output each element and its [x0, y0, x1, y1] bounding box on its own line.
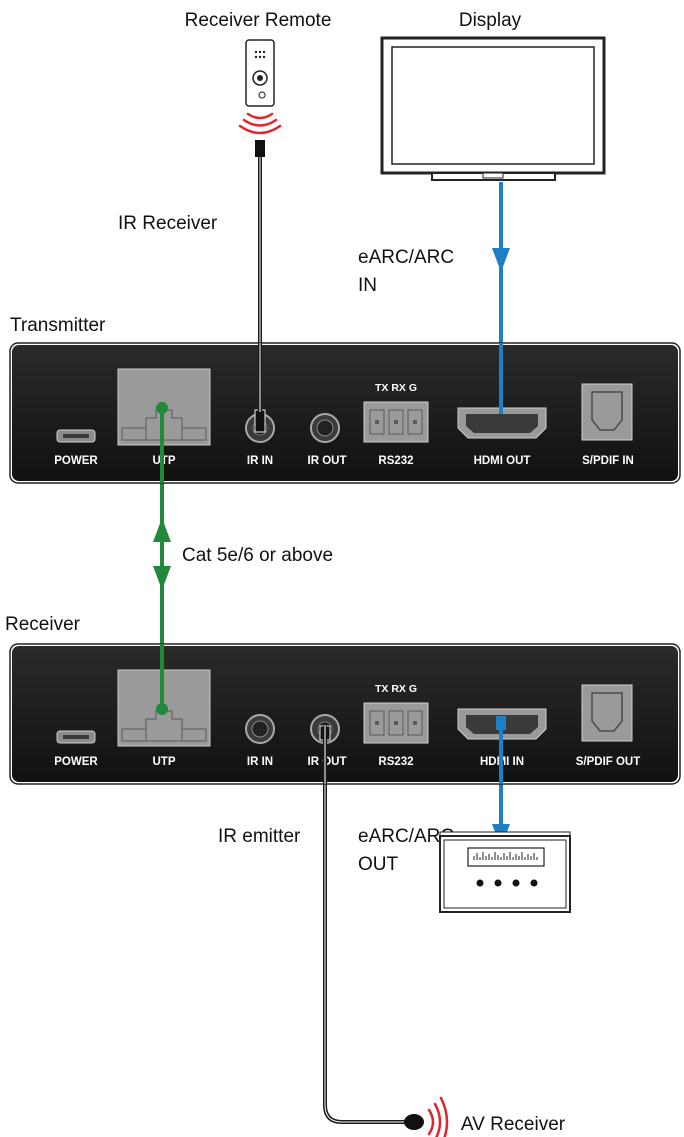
power-port-label: POWER [54, 756, 98, 768]
rs232-port-label: RS232 [378, 455, 413, 467]
ir-receiver-label: IR Receiver [118, 213, 218, 234]
receiver-remote-label: Receiver Remote [185, 10, 332, 31]
display-label: Display [459, 10, 522, 31]
ir-in-port-label: IR IN [247, 455, 273, 467]
ir-emitter-cable [323, 735, 412, 1124]
ir-out-port-label: IR OUT [308, 455, 347, 467]
earc-out-label-line1: eARC/ARC [358, 826, 454, 847]
cat-arrow-down [153, 566, 171, 590]
spdif-in-port [581, 383, 633, 441]
rs232-terminal [363, 401, 429, 443]
earc-in-label-line2: IN [358, 275, 377, 296]
rs232-pins-label: TX RX G [375, 382, 417, 394]
ir-in-port-label: IR IN [247, 756, 273, 768]
ir-in-port [245, 714, 275, 744]
power-port-label: POWER [54, 455, 98, 467]
rs232-terminal [363, 702, 429, 744]
power-port [56, 730, 96, 744]
hdmi-out-port-label: HDMI OUT [474, 455, 531, 467]
spdif-out-port [581, 684, 633, 742]
utp-port-label: UTP [153, 756, 176, 768]
av-receiver-label: AV Receiver [461, 1114, 566, 1135]
earc-in-label-line1: eARC/ARC [358, 247, 454, 268]
cat-cable-label: Cat 5e/6 or above [182, 545, 333, 566]
earc-in-arrow [492, 248, 510, 272]
ir-emitter-label: IR emitter [218, 826, 301, 847]
power-port [56, 429, 96, 443]
av-receiver-icon [439, 831, 571, 913]
ir-in-port [245, 409, 275, 443]
spdif-out-port-label: S/PDIF OUT [576, 756, 641, 768]
ir-signal-icon [427, 1096, 449, 1137]
utp-port-label: UTP [153, 455, 176, 467]
earc-out-label-line2: OUT [358, 854, 399, 875]
rs232-port-label: RS232 [378, 756, 413, 768]
rs232-pins-label: TX RX G [375, 683, 417, 695]
cat-arrow-up [153, 518, 171, 542]
receiver-label: Receiver [5, 614, 81, 635]
transmitter-label: Transmitter [10, 315, 106, 336]
hdmi-out-port [457, 407, 547, 439]
ir-emitter-head [404, 1114, 424, 1130]
receiver-remote-icon [245, 39, 275, 107]
display-icon [380, 36, 606, 181]
spdif-in-port-label: S/PDIF IN [582, 455, 634, 467]
ir-out-port [310, 413, 340, 443]
ir-signal-icon [238, 112, 282, 135]
ir-receiver-head [255, 140, 265, 157]
